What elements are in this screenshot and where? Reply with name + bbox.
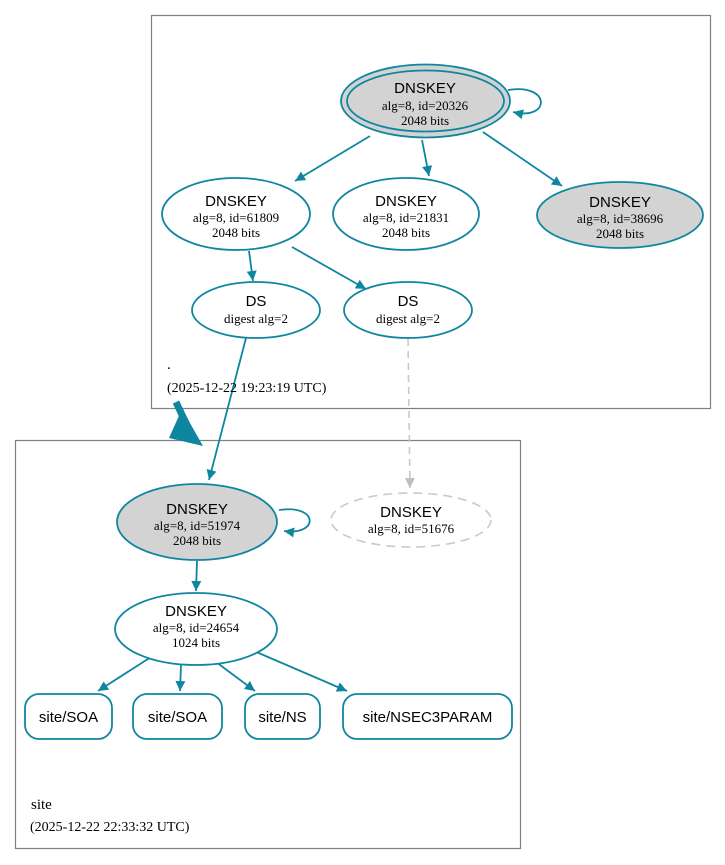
root-ds1-title: DS: [246, 293, 267, 310]
secure-delegation-arrowhead: [169, 409, 203, 446]
rrset-nsec3param-rect[interactable]: [342, 693, 513, 740]
root-zsk-detail: alg=8, id=61809: [193, 210, 279, 225]
edge-zsk24654-to-nsec3param: [253, 650, 348, 692]
site-missing-key-title: DNSKEY: [380, 504, 442, 521]
node-root-ds2[interactable]: DS digest alg=2: [343, 281, 473, 339]
node-root-zsk-61809[interactable]: DNSKEY alg=8, id=61809 2048 bits: [161, 177, 311, 251]
root-ds1-ellipse[interactable]: [191, 281, 321, 339]
rrset-nsec3param-label: site/NSEC3PARAM: [363, 709, 493, 726]
node-root-ksk-20326[interactable]: DNSKEY alg=8, id=20326 2048 bits: [340, 63, 511, 139]
edge-zsk61809-to-ds1: [246, 250, 257, 282]
rrset-soa1-label: site/SOA: [39, 709, 98, 726]
root-ds1-detail: digest alg=2: [224, 311, 288, 326]
edge-zsk24654-to-ns: [215, 661, 256, 692]
root-key38696-bits: 2048 bits: [596, 226, 644, 241]
root-zone-box: [150, 14, 712, 410]
root-key21831-detail: alg=8, id=21831: [363, 210, 449, 225]
site-zsk-ellipse[interactable]: [114, 592, 278, 666]
site-missing-key-detail: alg=8, id=51676: [368, 521, 455, 536]
root-key21831-ellipse[interactable]: [332, 177, 480, 251]
site-ksk-detail: alg=8, id=51974: [154, 518, 241, 533]
rrset-soa2-label: site/SOA: [148, 709, 207, 726]
node-rrset-nsec3param[interactable]: site/NSEC3PARAM: [342, 693, 513, 740]
root-ds2-ellipse[interactable]: [343, 281, 473, 339]
root-ksk-bits: 2048 bits: [401, 113, 449, 128]
node-rrset-soa1[interactable]: site/SOA: [24, 693, 113, 740]
node-site-missing-key-51676[interactable]: DNSKEY alg=8, id=51676: [330, 492, 492, 548]
root-key21831-bits: 2048 bits: [382, 225, 430, 240]
edge-ksk51974-to-zsk24654: [191, 560, 202, 592]
root-zsk-ellipse[interactable]: [161, 177, 311, 251]
edge-ksk20326-to-zsk61809: [294, 135, 371, 182]
edge-ds1-to-site-ksk: [206, 337, 247, 481]
root-zone-label: .: [167, 357, 171, 373]
node-rrset-ns[interactable]: site/NS: [244, 693, 321, 740]
root-ksk-title: DNSKEY: [394, 80, 456, 97]
node-site-ksk-51974[interactable]: DNSKEY alg=8, id=51974 2048 bits: [116, 483, 278, 561]
site-ksk-title: DNSKEY: [166, 501, 228, 518]
root-zsk-title: DNSKEY: [205, 193, 267, 210]
site-zsk-detail: alg=8, id=24654: [153, 620, 240, 635]
root-zone-timestamp: (2025-12-22 19:23:19 UTC): [167, 381, 327, 396]
site-missing-key-ellipse[interactable]: [330, 492, 492, 548]
edge-zsk24654-to-soa1: [97, 656, 152, 692]
rrset-soa2-rect[interactable]: [132, 693, 223, 740]
node-rrset-soa2[interactable]: site/SOA: [132, 693, 223, 740]
node-site-zsk-24654[interactable]: DNSKEY alg=8, id=24654 1024 bits: [114, 592, 278, 666]
site-ksk-bits: 2048 bits: [173, 533, 221, 548]
edge-ds2-to-missing-key: [404, 338, 415, 489]
edge-ksk20326-to-key38696: [482, 131, 563, 187]
node-root-key-21831[interactable]: DNSKEY alg=8, id=21831 2048 bits: [332, 177, 480, 251]
root-ds2-title: DS: [398, 293, 419, 310]
rrset-soa1-rect[interactable]: [24, 693, 113, 740]
root-ksk-inner-ellipse: [346, 69, 505, 133]
site-zone-box: [14, 439, 522, 850]
node-root-key-38696[interactable]: DNSKEY alg=8, id=38696 2048 bits: [536, 181, 704, 249]
site-zone-label: site: [31, 797, 52, 813]
edge-ksk20326-to-key21831: [421, 139, 432, 177]
site-ksk-ellipse[interactable]: [116, 483, 278, 561]
root-key38696-ellipse[interactable]: [536, 181, 704, 249]
root-ksk-detail: alg=8, id=20326: [382, 98, 469, 113]
root-key38696-detail: alg=8, id=38696: [577, 211, 664, 226]
edge-zsk24654-to-soa2: [175, 664, 186, 692]
edge-ksk20326-self-loop: [507, 88, 542, 120]
rrset-ns-label: site/NS: [258, 709, 306, 726]
site-zsk-title: DNSKEY: [165, 603, 227, 620]
node-root-ds1[interactable]: DS digest alg=2: [191, 281, 321, 339]
root-ksk-outer-ellipse[interactable]: [340, 63, 511, 139]
root-ds2-detail: digest alg=2: [376, 311, 440, 326]
root-zsk-bits: 2048 bits: [212, 225, 260, 240]
root-key38696-title: DNSKEY: [589, 194, 651, 211]
edge-ksk51974-self-loop: [278, 508, 311, 538]
site-zone-timestamp: (2025-12-22 22:33:32 UTC): [30, 820, 190, 835]
site-zsk-bits: 1024 bits: [172, 635, 220, 650]
edge-zsk61809-to-ds2: [291, 246, 367, 290]
root-key21831-title: DNSKEY: [375, 193, 437, 210]
rrset-ns-rect[interactable]: [244, 693, 321, 740]
